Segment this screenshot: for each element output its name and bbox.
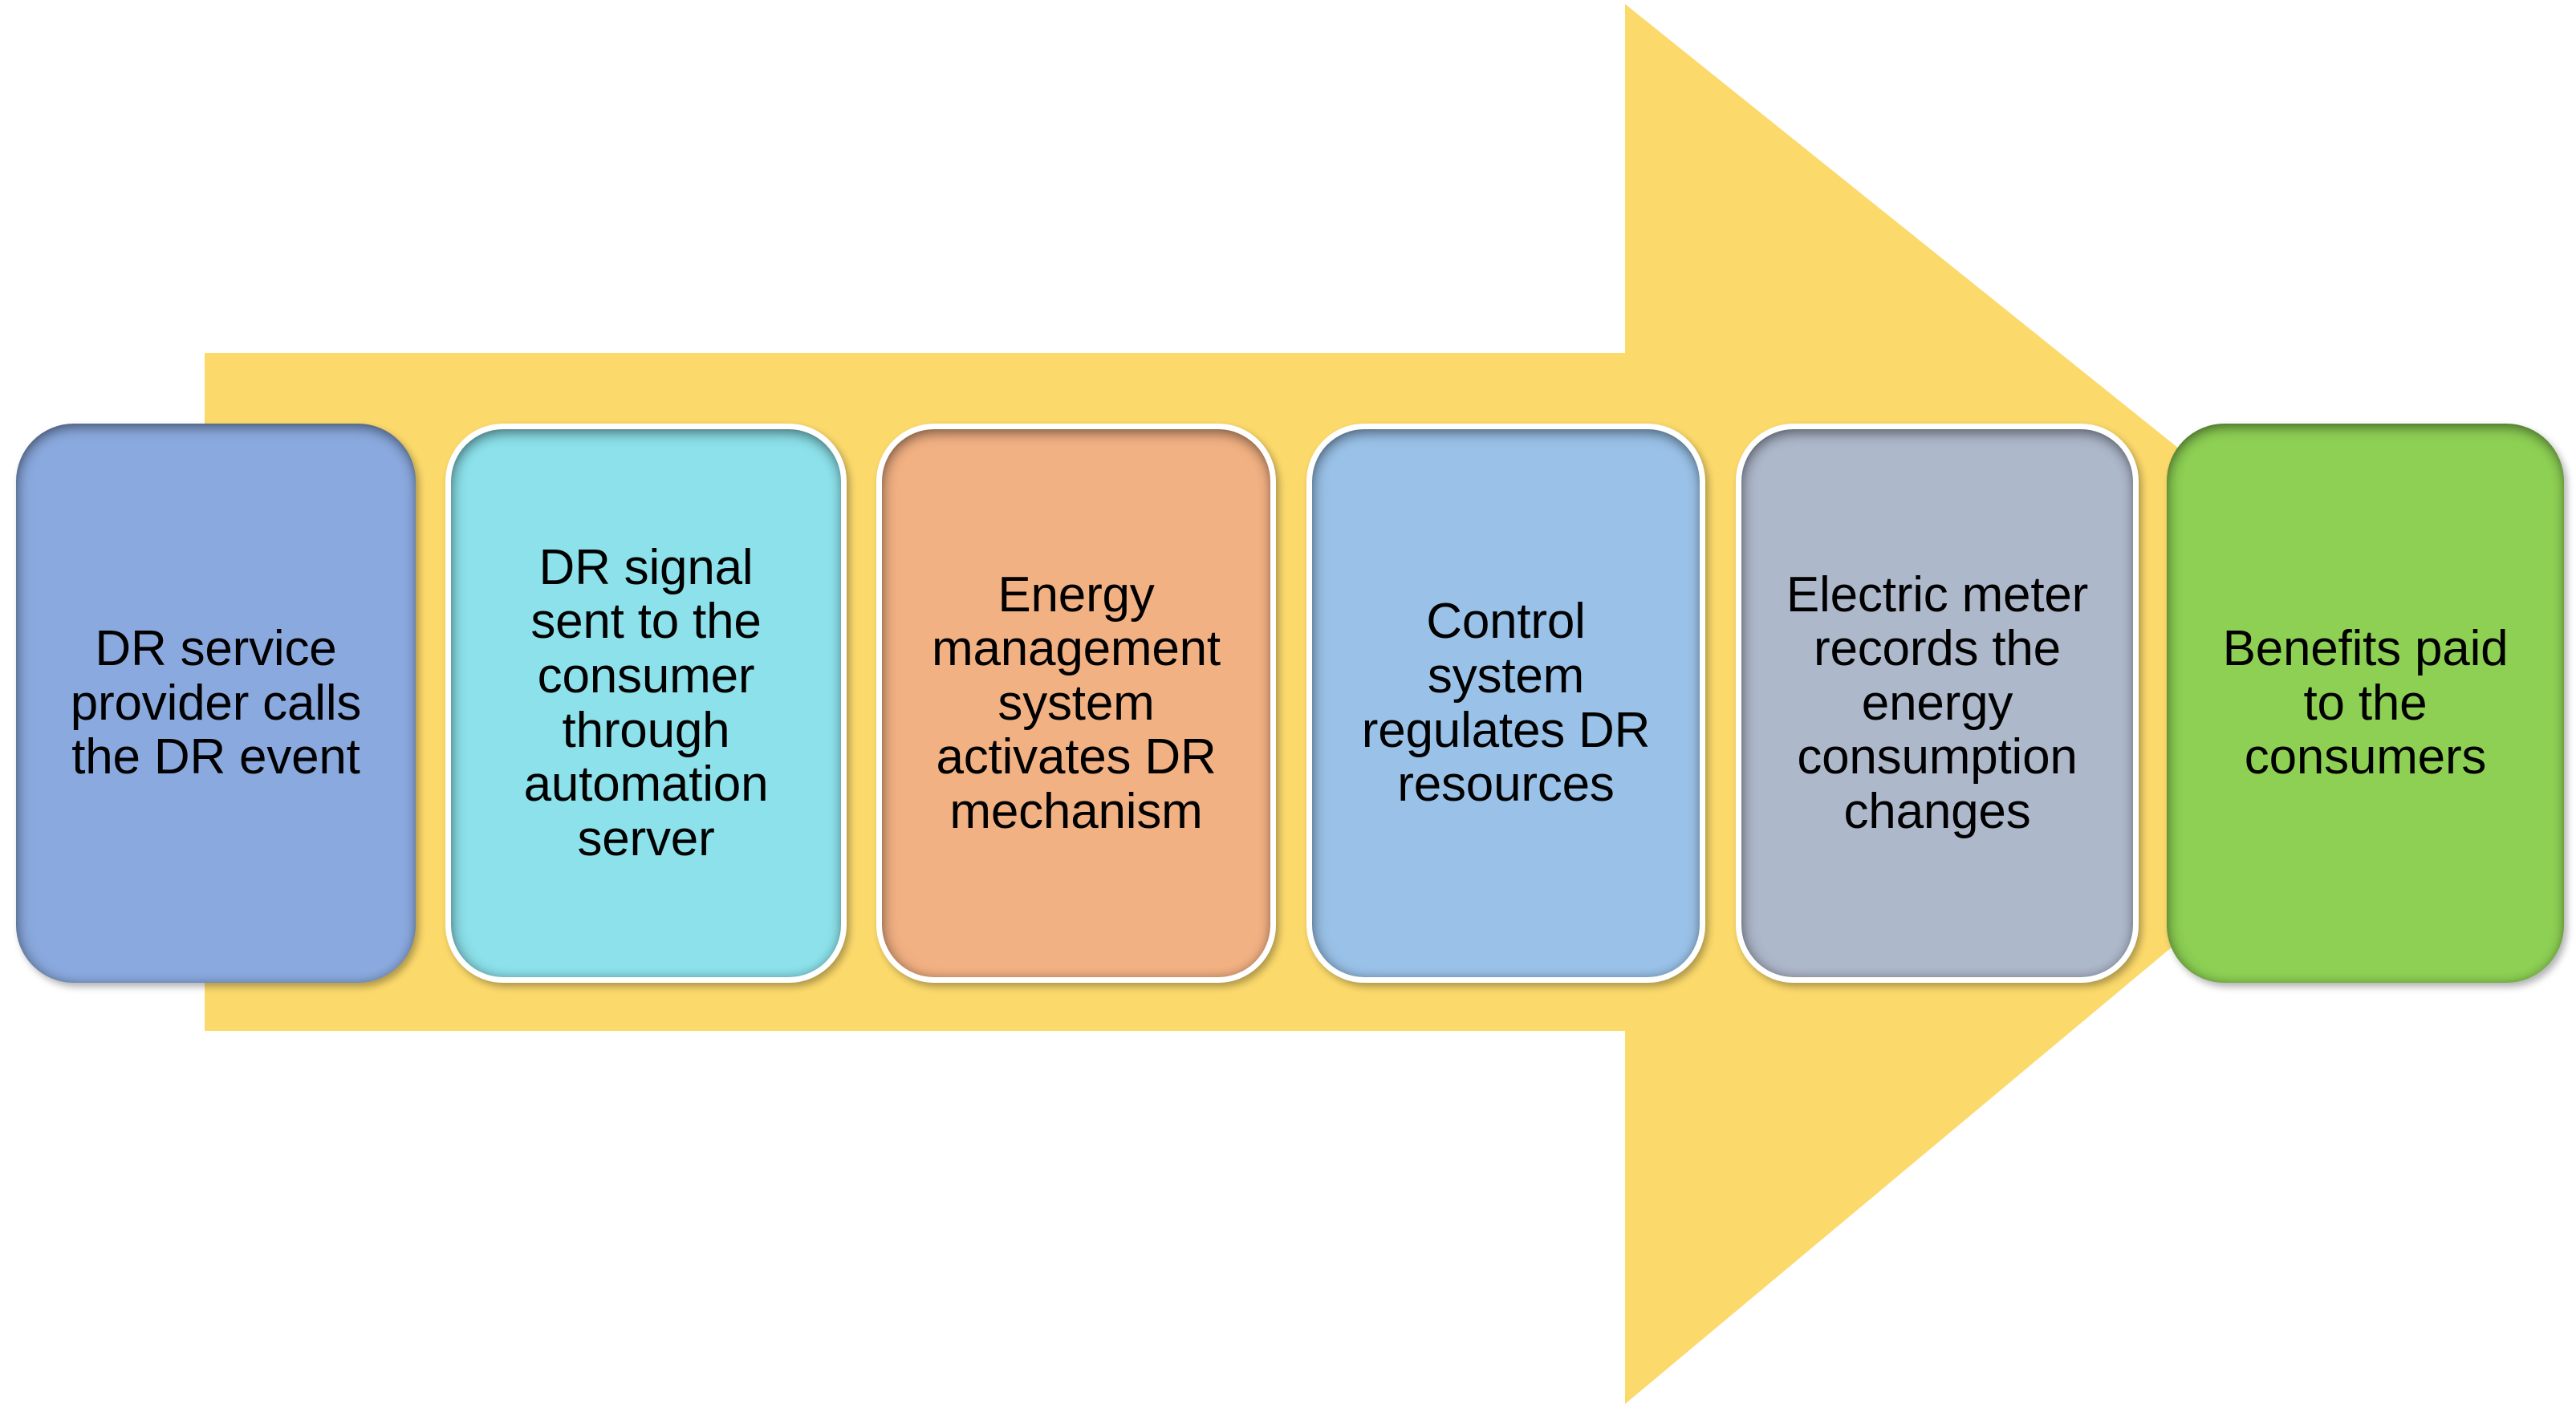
process-step-electric-meter[interactable]: Electric meter records the energy consum… bbox=[1736, 424, 2139, 983]
process-step-label: Control system regulates DR resources bbox=[1361, 594, 1651, 813]
process-step-dr-service-provider[interactable]: DR service provider calls the DR event bbox=[16, 424, 416, 983]
process-step-benefits-paid[interactable]: Benefits paid to the consumers bbox=[2167, 424, 2564, 983]
process-step-label: DR service provider calls the DR event bbox=[70, 621, 362, 785]
process-step-label: DR signal sent to the consumer through a… bbox=[523, 539, 769, 866]
process-step-dr-signal-sent[interactable]: DR signal sent to the consumer through a… bbox=[445, 424, 847, 983]
process-step-label: Electric meter records the energy consum… bbox=[1786, 566, 2089, 839]
process-step-control-system[interactable]: Control system regulates DR resources bbox=[1306, 424, 1705, 983]
process-step-energy-management-system[interactable]: Energy management system activates DR me… bbox=[876, 424, 1276, 983]
process-step-label: Benefits paid to the consumers bbox=[2222, 621, 2509, 785]
process-step-label: Energy management system activates DR me… bbox=[932, 566, 1221, 839]
